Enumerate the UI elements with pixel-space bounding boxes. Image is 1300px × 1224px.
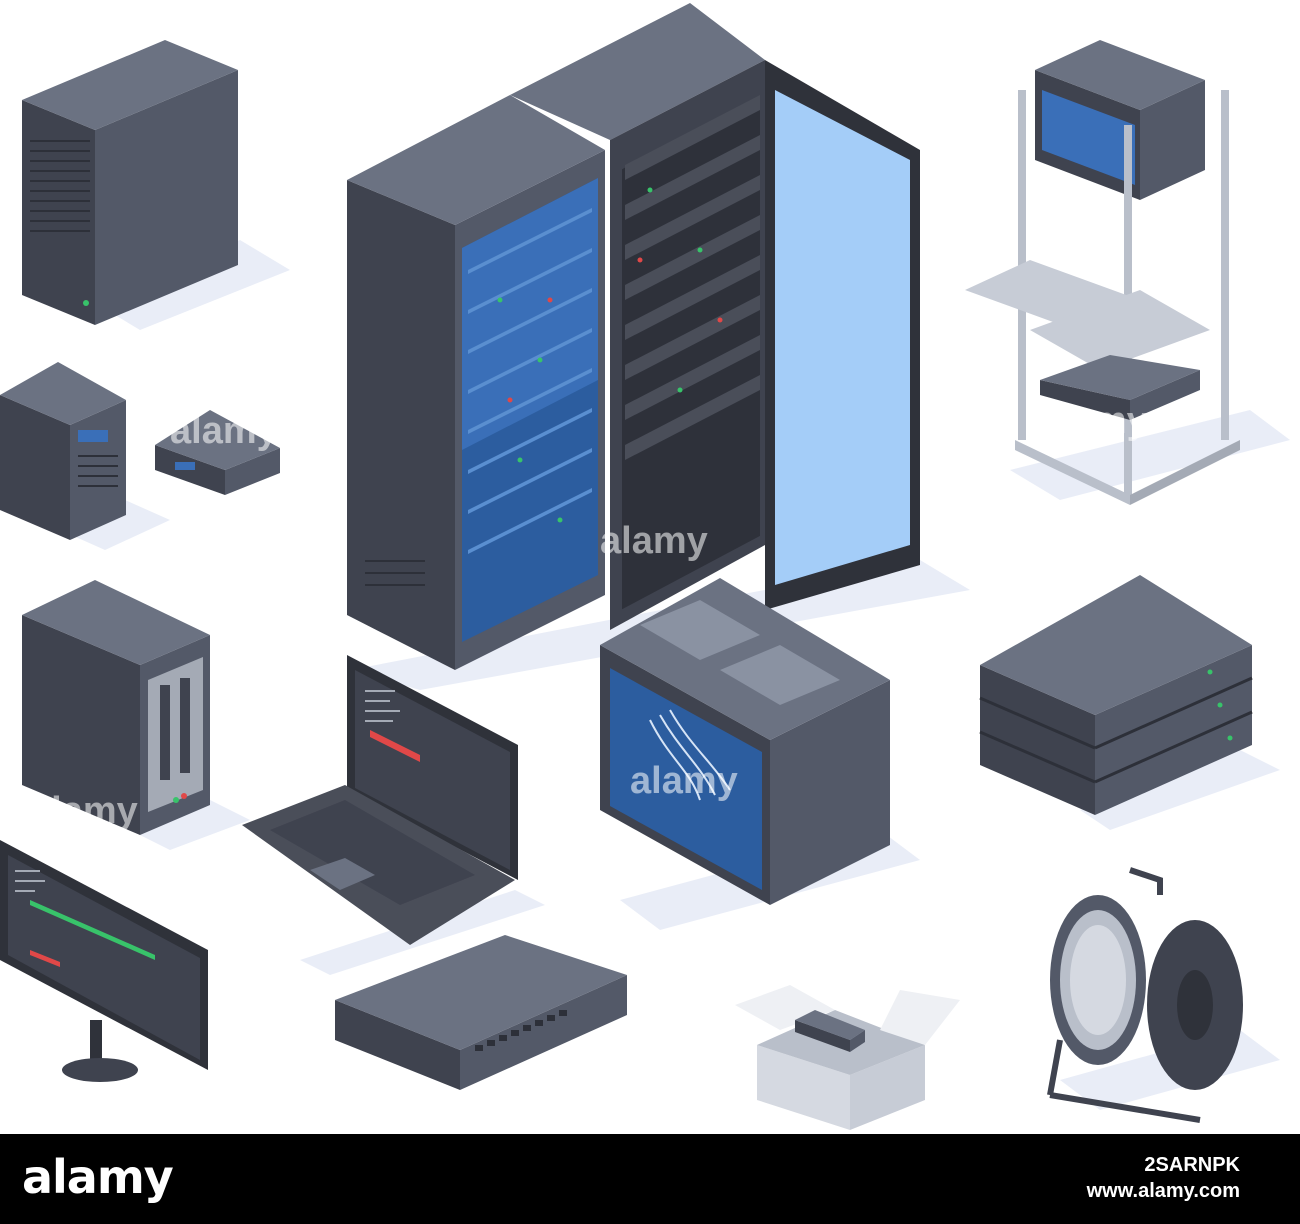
wall-mount-rack [600, 578, 890, 905]
boxed-router [735, 985, 960, 1130]
nas-server [22, 580, 210, 835]
tower-server [22, 40, 238, 325]
mobile-rack-stand [965, 40, 1240, 505]
footer-bar: alamy 2SARNPK www.alamy.com [0, 1134, 1300, 1224]
site-url[interactable]: www.alamy.com [1086, 1180, 1240, 1202]
stacked-servers [979, 575, 1253, 815]
network-switch-small [155, 410, 280, 495]
monitor [0, 840, 208, 1082]
brand-logo[interactable]: alamy [22, 1150, 174, 1204]
illustration-canvas: alamy alamy alamy alamy alamy [0, 3, 1290, 1130]
small-server [0, 362, 126, 540]
cable-reel [1047, 867, 1243, 1123]
image-id: 2SARNPK [1144, 1154, 1240, 1176]
laptop [242, 655, 518, 945]
server-rack-cabinet [347, 3, 920, 670]
network-switch [335, 935, 627, 1090]
image-id-block: 2SARNPK www.alamy.com [1087, 1152, 1240, 1204]
